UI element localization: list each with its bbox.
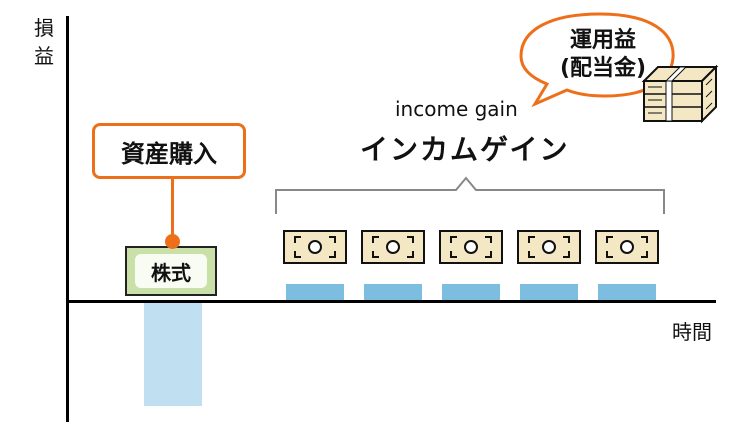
- bill-icon: [361, 230, 425, 264]
- income-gain-title: インカムゲイン: [360, 133, 570, 166]
- y-axis: [66, 16, 69, 422]
- income-bar: [286, 283, 344, 300]
- purchase-label: 資産購入: [121, 139, 217, 168]
- y-axis-label: 損益: [34, 16, 54, 68]
- bubble-line1: 運用益: [569, 28, 636, 53]
- bill-icon: [283, 230, 347, 264]
- bubble-line2: (配当金): [559, 56, 647, 81]
- money-stack-icon: [641, 64, 719, 124]
- income-gain-english: income gain: [395, 97, 518, 121]
- income-bar: [520, 283, 578, 300]
- stock-certificate-icon: 株式: [125, 246, 217, 296]
- bill-icon: [517, 230, 581, 264]
- connector-line: [171, 179, 174, 241]
- connector-dot: [165, 234, 180, 249]
- x-axis-label: 時間: [672, 320, 712, 344]
- income-bar: [364, 283, 422, 300]
- stock-label: 株式: [151, 260, 191, 285]
- speech-bubble: [519, 12, 675, 108]
- income-bar: [598, 283, 656, 300]
- bill-icon: [595, 230, 659, 264]
- purchase-loss-bar: [144, 303, 202, 406]
- bubble-text: 運用益 (配当金): [548, 27, 658, 83]
- income-bar: [442, 283, 500, 300]
- bill-icon: [439, 230, 503, 264]
- income-bracket: [275, 176, 665, 214]
- x-axis: [66, 300, 716, 303]
- purchase-label-box: 資産購入: [92, 123, 246, 179]
